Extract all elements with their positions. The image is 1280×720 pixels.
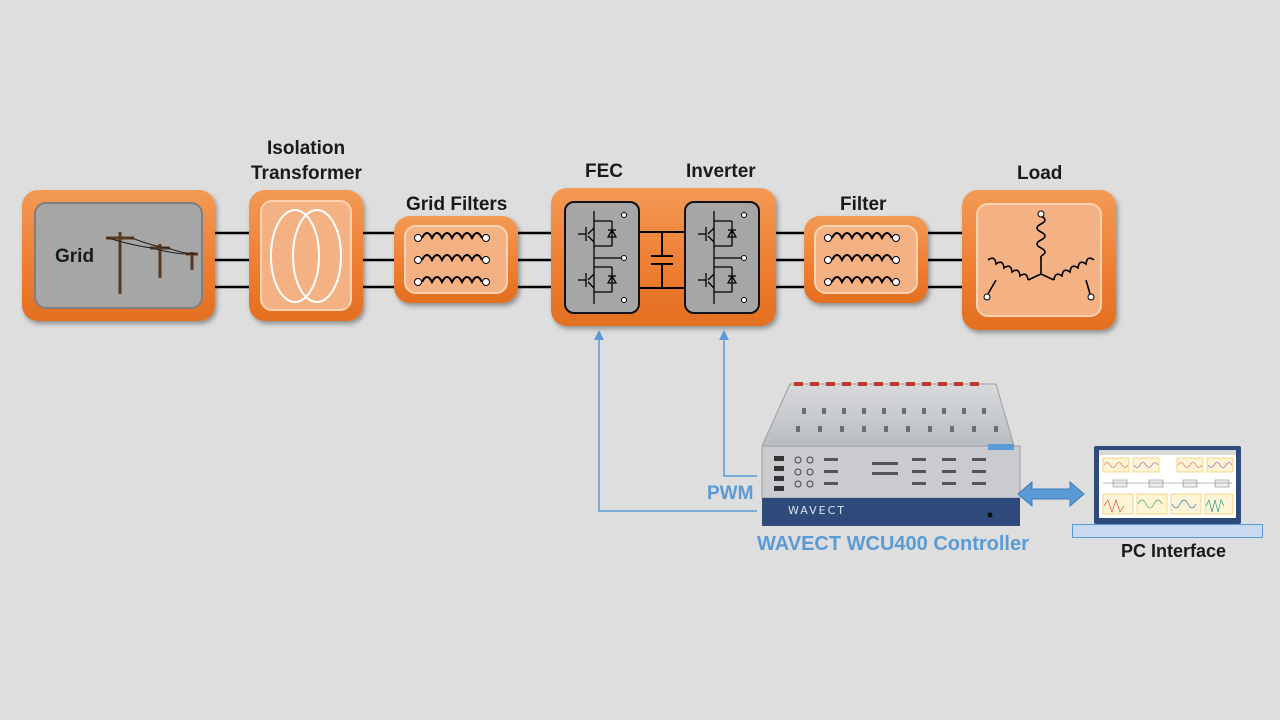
isolation-transformer-label-line2: Transformer bbox=[251, 163, 362, 184]
pc-interface-label: PC Interface bbox=[1121, 541, 1227, 561]
load-label: Load bbox=[1017, 163, 1063, 184]
pwm-label: PWM bbox=[707, 483, 754, 504]
dc-link-capacitor-icon bbox=[640, 231, 684, 289]
grid-filters-inductor-icon bbox=[414, 232, 490, 286]
wye-load-icon bbox=[983, 210, 1095, 301]
load-block bbox=[962, 190, 1116, 330]
isolation-transformer-block bbox=[249, 190, 363, 321]
grid-label: Grid bbox=[55, 246, 95, 267]
fec-label: FEC bbox=[585, 161, 623, 182]
inverter-label: Inverter bbox=[686, 161, 756, 182]
transformer-icon bbox=[270, 209, 342, 303]
wcu400-controller-image bbox=[761, 382, 1021, 526]
isolation-transformer-inner bbox=[260, 200, 352, 311]
laptop-screen bbox=[1094, 446, 1241, 524]
grid-filters-label: Grid Filters bbox=[406, 194, 508, 215]
power-poles-icon bbox=[106, 232, 198, 294]
filter-label: Filter bbox=[840, 194, 887, 215]
controller-label: WAVECT WCU400 Controller bbox=[757, 533, 1029, 555]
isolation-transformer-label-line1: Isolation bbox=[267, 138, 346, 159]
bidirectional-arrow-icon bbox=[1017, 480, 1085, 508]
load-inner bbox=[976, 203, 1102, 317]
pc-dashboard-screenshot bbox=[1099, 450, 1236, 518]
laptop-base bbox=[1072, 524, 1263, 538]
inverter-igbt-icon bbox=[698, 211, 747, 304]
controller-brand-text: WAVECT bbox=[788, 504, 846, 517]
fec-igbt-icon bbox=[578, 211, 627, 304]
filter-inductor-icon bbox=[824, 232, 900, 286]
inverter-module bbox=[684, 201, 760, 314]
